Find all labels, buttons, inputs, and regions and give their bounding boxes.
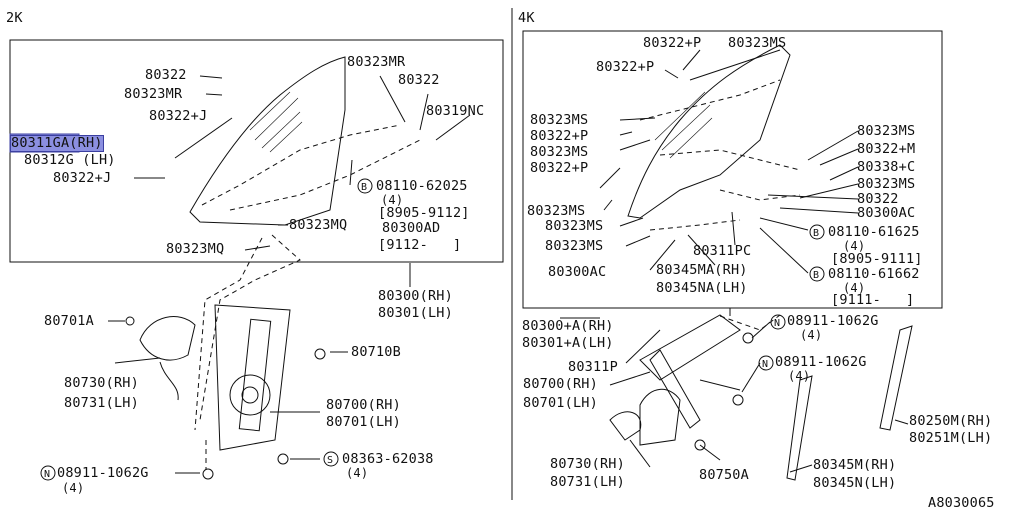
left-regulator-plate xyxy=(214,304,291,451)
nut-symbol-c: N xyxy=(762,359,768,370)
bolt-08110-62025[interactable]: 08110-62025 xyxy=(376,178,468,194)
part-80345MA[interactable]: 80345MA(RH) xyxy=(656,262,748,278)
part-80323MS-f[interactable]: 80323MS xyxy=(545,238,604,254)
part-80322J[interactable]: 80322+J xyxy=(149,108,208,124)
left-motor xyxy=(139,316,196,361)
bolt-08110-61662[interactable]: 08110-61662 xyxy=(828,266,920,282)
part-80323MQ[interactable]: 80323MQ xyxy=(289,217,348,233)
part-80323MS-d[interactable]: 80323MS xyxy=(527,203,586,219)
part-80312G[interactable]: 80312G (LH) xyxy=(24,152,116,168)
range-9112: [9112- ] xyxy=(378,237,462,253)
part-80701A[interactable]: 80701A xyxy=(44,313,94,329)
part-80701LH-r[interactable]: 80701(LH) xyxy=(523,395,598,411)
section-4k: 4K xyxy=(518,10,535,26)
part-80311PC[interactable]: 80311PC xyxy=(693,243,752,259)
qty-4-e: (4) xyxy=(843,281,866,295)
bolt-08110-61625[interactable]: 08110-61625 xyxy=(828,224,920,240)
nut-08911-1062G[interactable]: 08911-1062G xyxy=(57,465,149,481)
part-80250M-RH[interactable]: 80250M(RH) xyxy=(909,413,993,429)
part-80730RH-r[interactable]: 80730(RH) xyxy=(550,456,625,472)
section-2k: 2K xyxy=(6,10,23,26)
nut-08911-1062G-b[interactable]: 08911-1062G xyxy=(775,354,867,370)
part-80323MS[interactable]: 80323MS xyxy=(728,35,787,51)
part-80345NA[interactable]: 80345NA(LH) xyxy=(656,280,748,296)
bolt-symbol-c: B xyxy=(813,270,819,281)
range-9111: [9111- ] xyxy=(831,292,915,308)
part-80301LH[interactable]: 80301(LH) xyxy=(378,305,453,321)
nut-symbol-b: N xyxy=(774,318,780,329)
figure-code: A8030065 xyxy=(928,495,995,510)
part-80323MS-b[interactable]: 80323MS xyxy=(530,112,589,128)
nut-symbol-a: N xyxy=(44,469,50,480)
qty-4-c: (4) xyxy=(346,466,369,480)
screw-symbol: S xyxy=(327,455,333,466)
part-80730RH[interactable]: 80730(RH) xyxy=(64,375,139,391)
left-window-glass xyxy=(189,56,346,226)
part-80323MR[interactable]: 80323MR xyxy=(124,86,183,102)
qty-4-g: (4) xyxy=(788,369,811,383)
rear-channel xyxy=(786,375,813,481)
part-80322[interactable]: 80322 xyxy=(145,67,187,83)
part-80322J-b[interactable]: 80322+J xyxy=(53,170,112,186)
part-80322P[interactable]: 80322+P xyxy=(643,35,702,51)
qty-4-d: (4) xyxy=(843,239,866,253)
part-80323MS-e[interactable]: 80323MS xyxy=(545,218,604,234)
part-80322M[interactable]: 80322+M xyxy=(857,141,916,157)
part-80311GA-highlighted[interactable]: 80311GA(RH) xyxy=(10,135,104,152)
nut-08911-1062G-a[interactable]: 08911-1062G xyxy=(787,313,879,329)
qty-4-f: (4) xyxy=(800,328,823,342)
part-80322P-c[interactable]: 80322+P xyxy=(530,128,589,144)
screw-08363-62038[interactable]: 08363-62038 xyxy=(342,451,434,467)
part-80319NC[interactable]: 80319NC xyxy=(426,103,485,119)
part-80301A-LH[interactable]: 80301+A(LH) xyxy=(522,335,614,351)
right-glass-frame xyxy=(522,30,943,309)
part-80300AC-b[interactable]: 80300AC xyxy=(857,205,916,221)
part-80700RH[interactable]: 80700(RH) xyxy=(326,397,401,413)
range-8905-9112: [8905-9112] xyxy=(378,205,470,221)
part-80322-b[interactable]: 80322 xyxy=(398,72,440,88)
part-80323MS-h[interactable]: 80323MS xyxy=(857,176,916,192)
range-8905-9111: [8905-9111] xyxy=(831,251,923,267)
qty-4-b: (4) xyxy=(62,481,85,495)
part-80300RH[interactable]: 80300(RH) xyxy=(378,288,453,304)
qty-4-a: (4) xyxy=(381,193,404,207)
part-80251M-LH[interactable]: 80251M(LH) xyxy=(909,430,993,446)
part-80323MS-c[interactable]: 80323MS xyxy=(530,144,589,160)
part-80338C[interactable]: 80338+C xyxy=(857,159,916,175)
part-80731LH-r[interactable]: 80731(LH) xyxy=(550,474,625,490)
bolt-symbol-a: B xyxy=(361,182,367,193)
part-80323MQ-b[interactable]: 80323MQ xyxy=(166,241,225,257)
part-80322P-b[interactable]: 80322+P xyxy=(596,59,655,75)
part-80311P[interactable]: 80311P xyxy=(568,359,618,375)
part-80710B[interactable]: 80710B xyxy=(351,344,401,360)
part-80323MS-g[interactable]: 80323MS xyxy=(857,123,916,139)
right-window-glass xyxy=(627,44,791,219)
part-80323MR-b[interactable]: 80323MR xyxy=(347,54,406,70)
part-80322-r[interactable]: 80322 xyxy=(857,191,899,207)
part-80300A-RH[interactable]: 80300+A(RH) xyxy=(522,318,614,334)
part-80750A[interactable]: 80750A xyxy=(699,467,749,483)
part-80322P-d[interactable]: 80322+P xyxy=(530,160,589,176)
bolt-symbol-b: B xyxy=(813,228,819,239)
part-80700RH-r[interactable]: 80700(RH) xyxy=(523,376,598,392)
part-80300AC[interactable]: 80300AC xyxy=(548,264,607,280)
part-80701LH[interactable]: 80701(LH) xyxy=(326,414,401,430)
part-80731LH[interactable]: 80731(LH) xyxy=(64,395,139,411)
part-80345N-LH[interactable]: 80345N(LH) xyxy=(813,475,897,491)
part-80300AD[interactable]: 80300AD xyxy=(382,220,441,236)
front-channel xyxy=(879,325,913,431)
right-regulator-arm xyxy=(639,314,741,381)
part-80345M-RH[interactable]: 80345M(RH) xyxy=(813,457,897,473)
